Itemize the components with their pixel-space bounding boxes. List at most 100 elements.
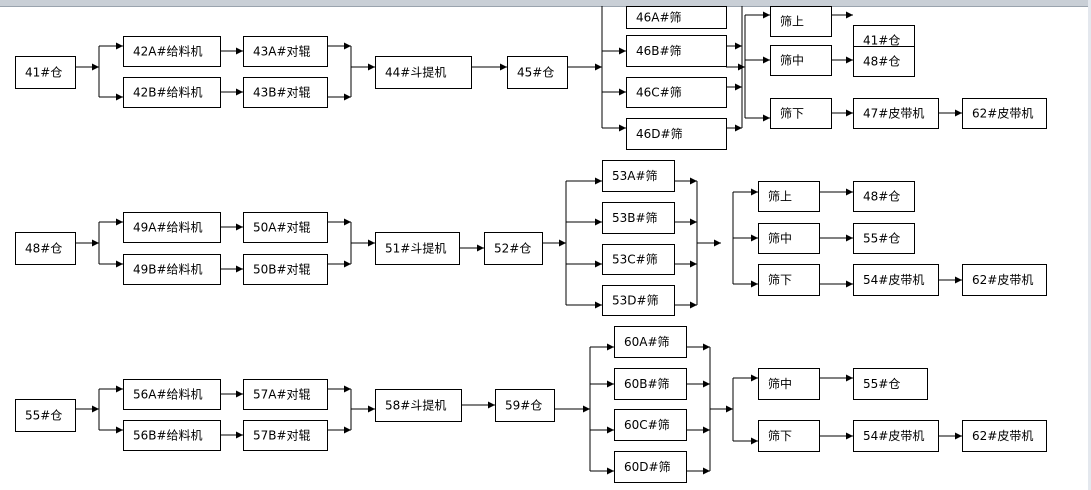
flow-node-54b: 54#皮带机 (853, 420, 939, 452)
window-top-edge (0, 0, 1091, 7)
flow-node-46a: 46A#筛 (626, 6, 727, 29)
node-label: 50A#对辊 (253, 221, 311, 235)
node-label: 筛中 (780, 53, 804, 68)
node-label: 53B#筛 (612, 210, 658, 225)
node-box (243, 254, 328, 285)
flow-node-60a: 60A#筛 (614, 326, 687, 358)
node-label: 62#皮带机 (972, 107, 1033, 121)
flow-node-60b: 60B#筛 (614, 368, 687, 400)
flow-node-42a: 42A#给料机 (123, 36, 221, 67)
flow-node-down2: 筛下 (758, 264, 820, 296)
node-box (614, 326, 687, 358)
flow-node-46c: 46C#筛 (626, 77, 727, 108)
flow-node-58: 58#斗提机 (375, 389, 462, 422)
node-label: 60B#筛 (624, 376, 670, 391)
node-label: 41#仓 (25, 66, 62, 80)
flow-node-55b: 55#仓 (853, 368, 928, 400)
node-label: 46B#筛 (636, 43, 682, 58)
flow-node-46d: 46D#筛 (626, 118, 727, 150)
node-label: 55#仓 (863, 377, 900, 391)
node-box (962, 264, 1047, 296)
node-label: 59#仓 (505, 399, 542, 413)
node-label: 筛下 (768, 428, 792, 443)
node-box (853, 264, 939, 296)
window-right-edge (1088, 0, 1091, 490)
flow-node-57a: 57A#对辊 (243, 379, 328, 410)
node-label: 筛中 (768, 231, 792, 246)
node-box (758, 181, 820, 212)
node-box (602, 160, 675, 192)
node-box (626, 118, 727, 150)
node-box (758, 264, 820, 296)
flow-node-48s: 48#仓 (15, 232, 76, 265)
node-label: 43A#对辊 (253, 45, 311, 59)
flow-node-up1: 筛上 (770, 6, 832, 37)
node-label: 48#仓 (863, 190, 900, 204)
node-box (123, 254, 221, 285)
flow-node-49a: 49A#给料机 (123, 212, 221, 243)
node-label: 54#皮带机 (863, 429, 924, 443)
node-label: 60A#筛 (624, 334, 670, 349)
node-label: 42B#给料机 (133, 86, 203, 100)
node-label: 56B#给料机 (133, 429, 203, 443)
flow-node-down3: 筛下 (758, 420, 820, 452)
flow-node-59: 59#仓 (495, 389, 555, 422)
flow-node-43b: 43B#对辊 (243, 77, 328, 108)
flow-connectors (75, 6, 962, 475)
flow-node-mid3: 筛中 (758, 368, 820, 400)
flow-node-55a: 55#仓 (853, 223, 915, 254)
node-label: 41#仓 (863, 34, 900, 48)
flow-node-down1: 筛下 (770, 98, 832, 129)
node-box (853, 368, 928, 400)
node-box (853, 420, 939, 452)
node-box (602, 244, 675, 275)
node-label: 49A#给料机 (133, 221, 203, 235)
node-box (853, 181, 915, 212)
node-label: 57B#对辊 (253, 429, 311, 443)
flow-node-48: 48#仓 (853, 46, 915, 77)
flow-node-53a: 53A#筛 (602, 160, 675, 192)
node-label: 46D#筛 (636, 126, 683, 141)
flow-node-mid1: 筛中 (770, 45, 832, 76)
node-box (602, 285, 675, 316)
node-label: 筛下 (768, 272, 792, 287)
node-label: 57A#对辊 (253, 388, 311, 402)
flow-node-43a: 43A#对辊 (243, 36, 328, 67)
node-box (962, 420, 1047, 452)
node-label: 52#仓 (494, 242, 531, 256)
node-label: 46A#筛 (636, 10, 682, 25)
node-box (602, 202, 675, 234)
node-label: 53C#筛 (612, 252, 658, 267)
node-box (375, 232, 460, 265)
node-box (758, 420, 820, 452)
flow-node-49b: 49B#给料机 (123, 254, 221, 285)
flow-node-62a: 62#皮带机 (962, 98, 1047, 129)
flow-node-48b: 48#仓 (853, 181, 915, 212)
node-box (243, 212, 328, 243)
node-label: 53A#筛 (612, 168, 658, 183)
node-box (770, 98, 832, 129)
node-label: 筛上 (780, 14, 804, 29)
flow-node-57b: 57B#对辊 (243, 420, 328, 451)
node-box (123, 36, 221, 67)
node-label: 50B#对辊 (253, 263, 311, 277)
node-label: 55#仓 (863, 232, 900, 246)
node-label: 48#仓 (863, 55, 900, 69)
node-label: 53D#筛 (612, 293, 659, 308)
node-box (758, 368, 820, 400)
node-label: 46C#筛 (636, 85, 682, 100)
node-label: 筛下 (780, 106, 804, 121)
node-box (853, 98, 939, 129)
node-label: 49B#给料机 (133, 263, 203, 277)
node-label: 60C#筛 (624, 417, 670, 432)
node-box (614, 451, 687, 483)
node-box (495, 389, 555, 422)
node-box (15, 56, 76, 89)
flow-node-up2: 筛上 (758, 181, 820, 212)
node-box (626, 77, 727, 108)
flow-node-41: 41#仓 (15, 56, 76, 89)
node-box (853, 223, 915, 254)
flow-node-50b: 50B#对辊 (243, 254, 328, 285)
